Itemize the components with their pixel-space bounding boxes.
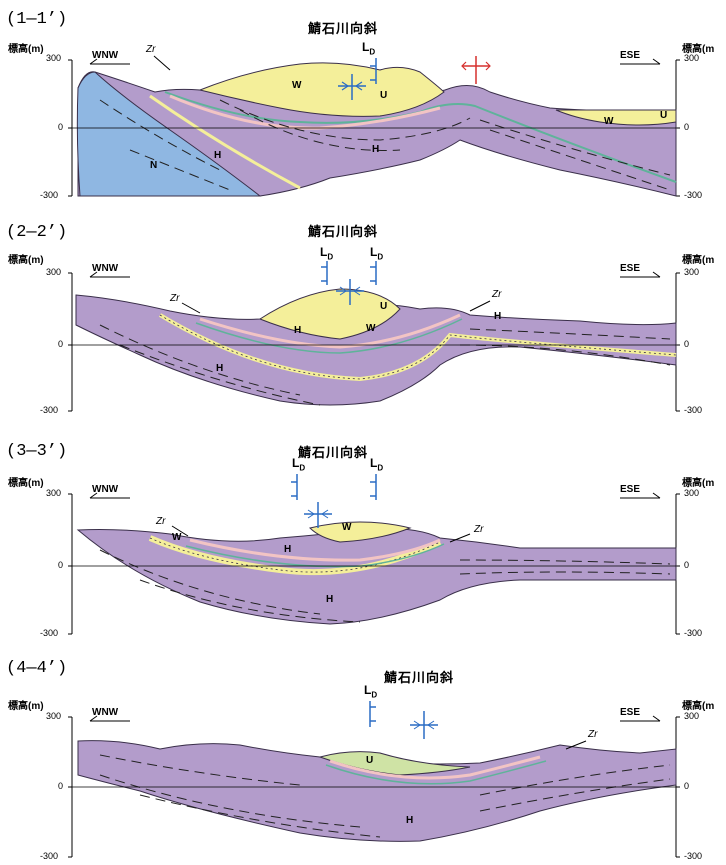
unit-u: U [380,301,388,312]
unit-h: H [214,150,222,161]
unit-w: W [366,323,376,334]
tick-300-left: 300 [46,53,62,63]
direction-wnw: WNW [92,263,119,274]
tick-0-right: 0 [684,781,690,791]
cross-section-2-drawing [68,261,680,412]
l-marker: LD [292,456,306,473]
unit-h: H [406,815,414,826]
tick-300-left: 300 [46,711,62,721]
unit-w: W [604,116,614,127]
direction-wnw: WNW [92,50,119,61]
cross-section-1: (1—1’) 鯖石川向斜 標高(m) 標高(m 300 0 -300 300 0… [0,0,726,215]
zr-marker: Zr [492,289,502,300]
cross-section-3-drawing [68,474,680,635]
direction-ese: ESE [620,707,641,718]
unit-h: H [284,544,292,555]
unit-u: U [380,90,388,101]
unit-h: H [294,325,302,336]
zr-marker: Zr [156,516,166,527]
direction-wnw: WNW [92,484,119,495]
tick-0-right: 0 [684,339,690,349]
unit-u: U [366,755,374,766]
tick-minus300-left: -300 [40,851,59,861]
tick-0-right: 0 [684,122,690,132]
elevation-label-right: 標高(m [682,44,715,55]
elevation-label-right: 標高(m [682,255,715,266]
zr-marker: Zr [588,729,598,740]
section-label: (3—3’) [6,442,68,461]
tick-300-right: 300 [684,267,700,277]
unit-w: W [292,80,302,91]
cross-section-4-drawing [68,701,680,858]
tick-300-right: 300 [684,53,700,63]
elevation-label-left: 標高(m) [8,701,44,712]
cross-section-2: (2—2’) 鯖石川向斜 標高(m) 標高(m 300 0 -300 300 0… [0,215,726,430]
section-label: (4—4’) [6,659,68,678]
l-marker: LD [364,683,378,700]
tick-minus300-left: -300 [40,190,59,200]
direction-ese: ESE [620,263,641,274]
unit-h: H [326,594,334,605]
tick-minus300-left: -300 [40,628,59,638]
section-title: 鯖石川向斜 [308,224,379,239]
unit-h: H [372,144,380,155]
section-label: (2—2’) [6,223,68,242]
direction-wnw: WNW [92,707,119,718]
l-marker: LD [362,40,376,57]
tick-0-left: 0 [58,122,64,132]
tick-minus300-left: -300 [40,405,59,415]
tick-minus300-right: -300 [684,190,703,200]
unit-h: H [216,363,224,374]
cross-section-1-drawing [68,55,680,197]
zr-marker: Zr [474,524,484,535]
zr-marker: Zr [146,44,156,55]
zr-marker: Zr [170,293,180,304]
l-marker: LD [320,245,334,262]
section-label: (1—1’) [6,10,68,29]
direction-ese: ESE [620,50,641,61]
unit-h: H [494,311,502,322]
tick-300-right: 300 [684,488,700,498]
unit-w: W [342,522,352,533]
tick-300-left: 300 [46,267,62,277]
tick-minus300-right: -300 [684,851,703,861]
unit-w: W [172,532,182,543]
elevation-label-left: 標高(m) [8,255,44,266]
tick-0-left: 0 [58,339,64,349]
elevation-label-left: 標高(m) [8,478,44,489]
direction-ese: ESE [620,484,641,495]
tick-minus300-right: -300 [684,405,703,415]
l-marker: LD [370,245,384,262]
tick-300-right: 300 [684,711,700,721]
tick-300-left: 300 [46,488,62,498]
tick-0-left: 0 [58,781,64,791]
section-title: 鯖石川向斜 [384,670,455,685]
cross-section-3: (3—3’) 鯖石川向斜 標高(m) 標高(m 300 0 -300 300 0… [0,430,726,645]
tick-0-right: 0 [684,560,690,570]
elevation-label-left: 標高(m) [8,44,44,55]
elevation-label-right: 標高(m [682,478,715,489]
unit-u: U [660,110,668,121]
section-title: 鯖石川向斜 [298,445,369,460]
unit-n: N [150,160,158,171]
tick-minus300-right: -300 [684,628,703,638]
section-title: 鯖石川向斜 [308,21,379,36]
l-marker: LD [370,456,384,473]
elevation-label-right: 標高(m [682,701,715,712]
cross-section-4: (4—4’) 鯖石川向斜 標高(m) 標高(m 300 0 -300 300 0… [0,645,726,865]
tick-0-left: 0 [58,560,64,570]
